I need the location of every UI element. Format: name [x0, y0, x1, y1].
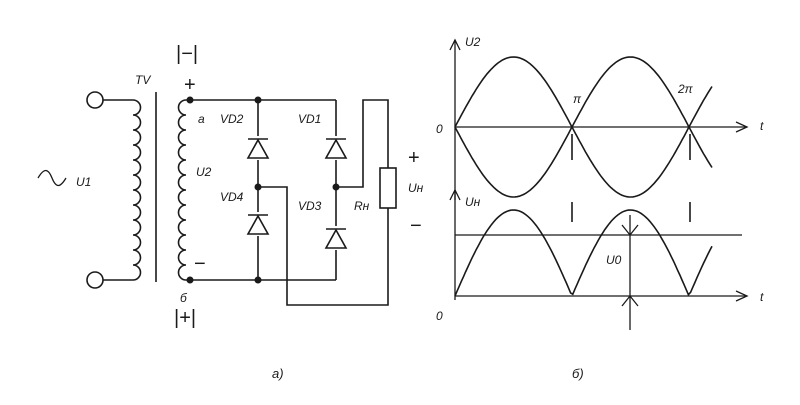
average-label: U0 [606, 253, 622, 267]
junction-top-left [254, 96, 262, 104]
source-label: U1 [76, 175, 91, 189]
output-plus: + [408, 147, 420, 169]
un-wave [454, 209, 713, 297]
transformer-label: TV [135, 73, 151, 87]
bottom-polarity: |+| [174, 307, 196, 329]
bottom-time-label: t [760, 290, 764, 304]
bottom-ylabel: Uн [465, 195, 481, 209]
diode-vd4 [246, 212, 270, 236]
ac-source-icon [37, 169, 67, 187]
label-vd4: VD4 [220, 190, 244, 204]
top-origin: 0 [436, 122, 443, 136]
terminal-bottom-label: б [180, 291, 188, 305]
caption-b: б) [572, 366, 584, 381]
u2-inverted-wave [454, 56, 713, 198]
junction-b [186, 276, 194, 284]
junction-a [186, 96, 194, 104]
u2-wave [454, 56, 713, 198]
top-time-label: t [760, 119, 764, 133]
top-polarity: |−| [176, 43, 198, 65]
top-ylabel: U2 [465, 35, 481, 49]
terminal-top-label: а [198, 112, 205, 126]
waveforms-b: U2 t 0 π 2π Uн t 0 U0 б) [436, 35, 764, 381]
mark-pi: π [573, 92, 582, 106]
primary-terminal-bottom [86, 271, 104, 289]
output-minus: − [410, 215, 422, 237]
secondary-label: U2 [196, 165, 212, 179]
label-vd1: VD1 [298, 112, 321, 126]
output-label: Uн [408, 181, 424, 195]
label-vd3: VD3 [298, 199, 322, 213]
load-resistor [379, 167, 397, 209]
junction-bottom-left [254, 276, 262, 284]
schematic-a: U1 TV U2 а б |−| + − |+| [37, 43, 424, 381]
caption-a: а) [272, 366, 284, 381]
diode-vd3 [324, 226, 348, 250]
top-plus: + [184, 74, 196, 96]
mark-2pi: 2π [677, 82, 694, 96]
bottom-origin: 0 [436, 309, 443, 323]
label-vd2: VD2 [220, 112, 244, 126]
diode-vd2 [246, 136, 270, 160]
secondary-winding [177, 99, 187, 281]
primary-terminal-top [86, 91, 104, 109]
load-label: Rн [354, 199, 370, 213]
bottom-minus: − [194, 253, 206, 275]
primary-winding [132, 99, 142, 281]
diode-vd1 [324, 136, 348, 160]
